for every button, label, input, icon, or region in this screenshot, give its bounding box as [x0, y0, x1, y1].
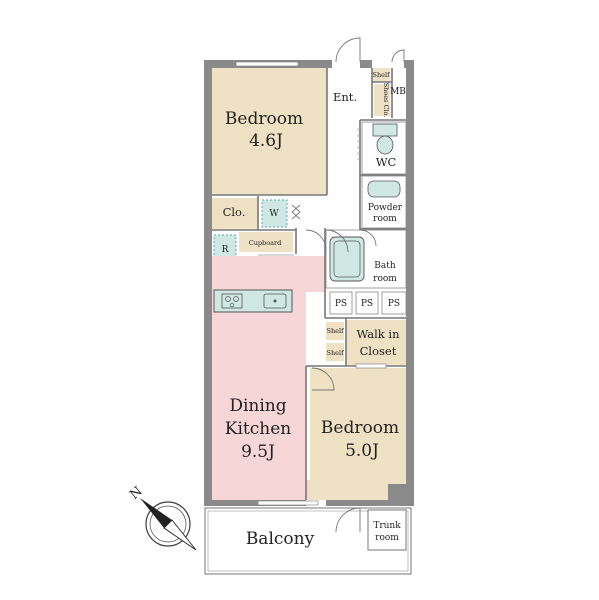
shelf-1-floor	[326, 322, 344, 340]
walk-in-closet-floor	[346, 320, 408, 365]
trunk-room-line1: Trunk	[373, 521, 401, 531]
walk-in-closet-line1: Walk in	[356, 327, 400, 341]
balcony-label: Balcony	[246, 529, 315, 549]
ps-2-label: PS	[361, 299, 373, 309]
dining-kitchen-floor	[212, 256, 325, 500]
shoes-closet-label: Shoes Clo.	[382, 83, 390, 118]
closet-small-floor	[212, 198, 258, 229]
sink-icon	[263, 293, 287, 309]
interior-walls	[212, 68, 408, 500]
shelf-1-label: Shelf	[327, 327, 345, 335]
bedroom-2-name: Bedroom	[321, 418, 399, 438]
dining-kitchen-line2: Kitchen	[225, 419, 291, 439]
washer-label: W	[269, 209, 279, 219]
bedroom-2-floor	[310, 368, 406, 500]
closet-small-label: Clo.	[223, 205, 246, 219]
bathtub-icon	[329, 236, 365, 282]
refrigerator-label: R	[222, 245, 229, 255]
door-swings	[291, 37, 405, 533]
shelf-2-floor	[326, 343, 344, 361]
powder-room-line1: Powder	[368, 203, 403, 213]
bedroom-2-size: 5.0J	[345, 441, 379, 461]
shelf-top-label: Shelf	[373, 71, 391, 79]
compass-icon: N	[127, 484, 197, 551]
walk-in-closet-line2: Closet	[360, 344, 397, 358]
powder-room-line2: room	[373, 214, 397, 224]
dining-kitchen-size: 9.5J	[241, 442, 275, 462]
window-balcony	[257, 500, 319, 506]
kitchen-counter	[213, 289, 293, 313]
mb-label: MB	[390, 87, 406, 97]
wc-label: WC	[376, 155, 397, 169]
bedroom-1-name: Bedroom	[225, 109, 303, 129]
shoes-closet-floor	[374, 84, 390, 116]
ps-1-label: PS	[335, 299, 347, 309]
entrance-floor	[330, 70, 370, 120]
trunk-room-box	[367, 509, 407, 551]
bedroom-1-size: 4.6J	[249, 131, 283, 151]
entrance-label: Ent.	[333, 90, 357, 104]
ps-1-box	[329, 291, 353, 315]
stove-icon	[221, 293, 243, 309]
washer-space	[261, 199, 288, 228]
bath-room-line2: room	[373, 274, 397, 284]
cupboard-floor	[239, 232, 293, 252]
toilet-icon	[372, 123, 398, 137]
ps-2-box	[355, 291, 379, 315]
dining-kitchen-line1: Dining	[229, 396, 286, 416]
window-bedroom-2	[355, 363, 387, 369]
ps-3-label: PS	[388, 299, 400, 309]
trunk-room-line2: room	[375, 533, 399, 543]
vanity-sink-icon	[367, 180, 401, 198]
shelf-2-label: Shelf	[327, 349, 345, 357]
window-top	[235, 61, 299, 67]
bedroom-1-floor	[212, 68, 327, 195]
bath-room-line1: Bath	[374, 261, 396, 271]
shelf-top-floor	[372, 68, 390, 82]
cupboard-label: Cupboard	[249, 239, 282, 247]
